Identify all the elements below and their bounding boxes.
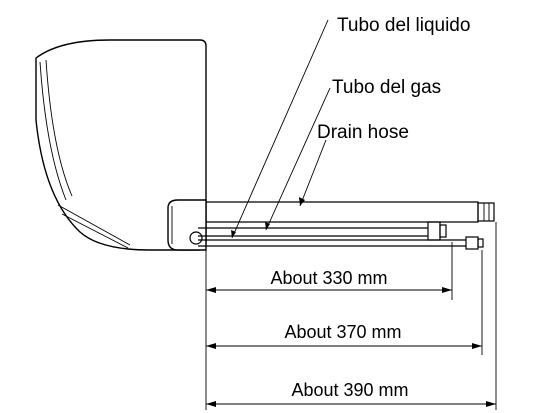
label-gas-pipe: Tubo del gas [332, 77, 441, 98]
label-liquid-pipe: Tubo del liquido [337, 15, 470, 36]
drain-hose-end [477, 202, 495, 222]
dimension-390 [206, 401, 496, 407]
gas-pipe-flare-nut [427, 221, 441, 241]
piping-assembly [189, 201, 495, 250]
dimension-label-370: About 370 mm [284, 322, 401, 342]
callout-leaders [231, 19, 331, 239]
liquid-pipe-tube [198, 239, 466, 247]
dimension-370 [206, 343, 482, 349]
indoor-unit [35, 39, 207, 251]
extension-lines [205, 222, 497, 410]
label-drain-hose: Drain hose [317, 122, 409, 143]
dimension-label-330: About 330 mm [270, 268, 387, 288]
liquid-pipe-flare-nut [465, 236, 479, 250]
dimension-label-390: About 390 mm [291, 380, 408, 400]
dimension-330 [206, 287, 452, 293]
